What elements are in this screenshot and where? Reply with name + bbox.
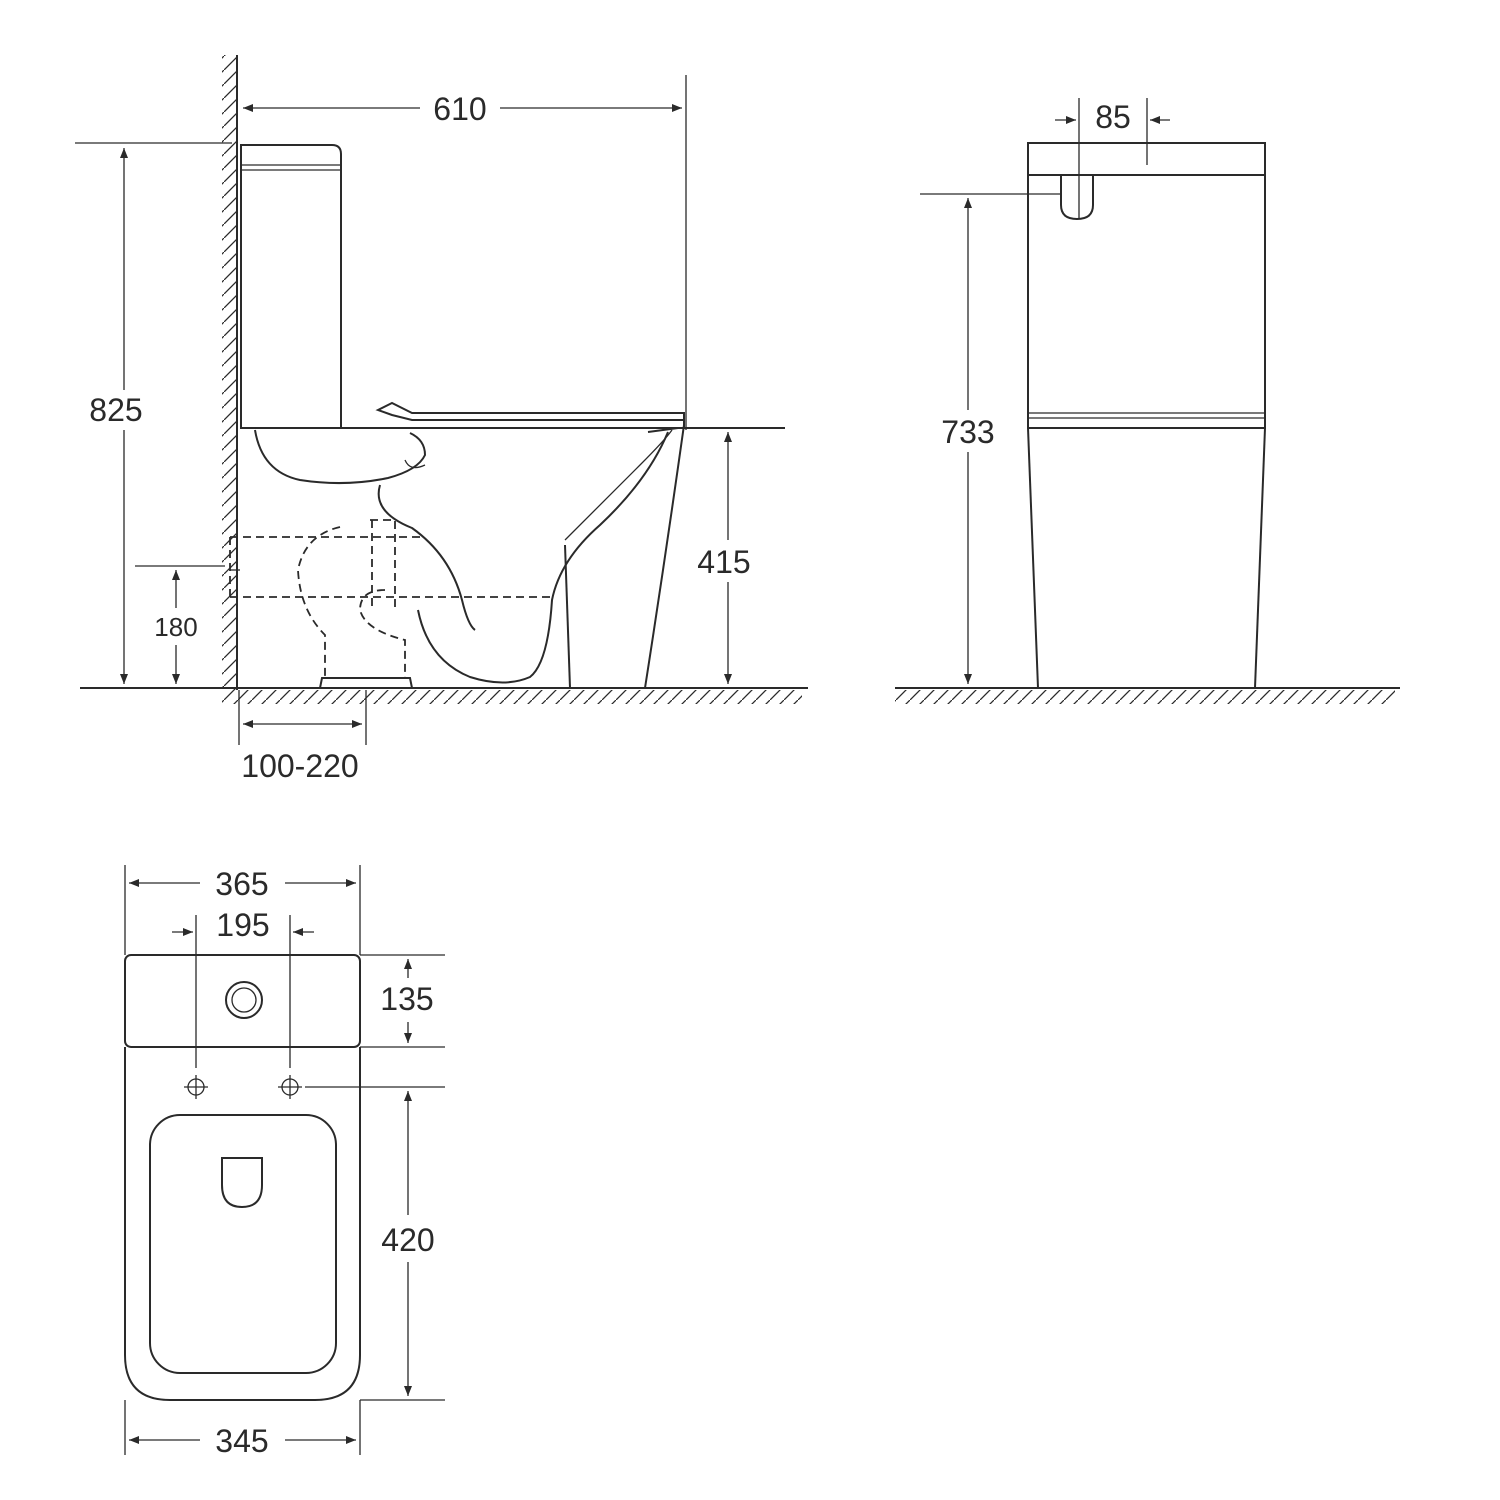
side-view: 610 825 180 415 100-220 (75, 55, 808, 784)
dim-180-label: 180 (154, 612, 197, 642)
push-button-icon (225, 981, 263, 1019)
dim-825-label: 825 (89, 392, 142, 428)
dim-733: 733 (920, 193, 1060, 684)
floor-side (80, 687, 808, 704)
dim-365: 365 (124, 865, 361, 955)
dim-180: 180 (135, 565, 225, 684)
dim-100-220: 100-220 (238, 690, 367, 784)
dim-825: 825 (75, 142, 232, 684)
top-view: 365 195 135 420 (124, 865, 445, 1459)
seat-side (241, 401, 785, 433)
bolt-right-icon (278, 1075, 302, 1099)
dim-610-label: 610 (433, 91, 486, 127)
cistern-side (240, 144, 342, 429)
dim-345: 345 (124, 1400, 361, 1459)
bolt-left-icon (184, 1075, 208, 1099)
dim-415-label: 415 (697, 544, 750, 580)
dim-610: 610 (243, 75, 687, 430)
dim-345-label: 345 (215, 1423, 268, 1459)
trap-hidden (229, 519, 550, 689)
flush-button-icon (1060, 175, 1094, 221)
dim-85: 85 (1055, 98, 1170, 218)
dim-195: 195 (172, 907, 314, 1068)
dim-195-label: 195 (216, 907, 269, 943)
dim-85-label: 85 (1095, 99, 1131, 135)
bowl-side (254, 413, 685, 689)
dim-415: 415 (697, 432, 751, 684)
dim-420: 420 (305, 1086, 445, 1401)
dim-365-label: 365 (215, 866, 268, 902)
floor-front (895, 687, 1400, 704)
dim-733-label: 733 (941, 414, 994, 450)
cistern-top (124, 954, 361, 1048)
dim-100-220-label: 100-220 (241, 748, 358, 784)
bolt-holes (184, 1075, 302, 1099)
wall (222, 55, 238, 690)
dim-135: 135 (360, 954, 445, 1048)
front-view: 85 733 (895, 98, 1400, 704)
dim-135-label: 135 (380, 981, 433, 1017)
cistern-front (1027, 142, 1266, 429)
bowl-top (124, 1047, 361, 1401)
dim-420-label: 420 (381, 1222, 434, 1258)
pedestal-front (1027, 427, 1266, 689)
